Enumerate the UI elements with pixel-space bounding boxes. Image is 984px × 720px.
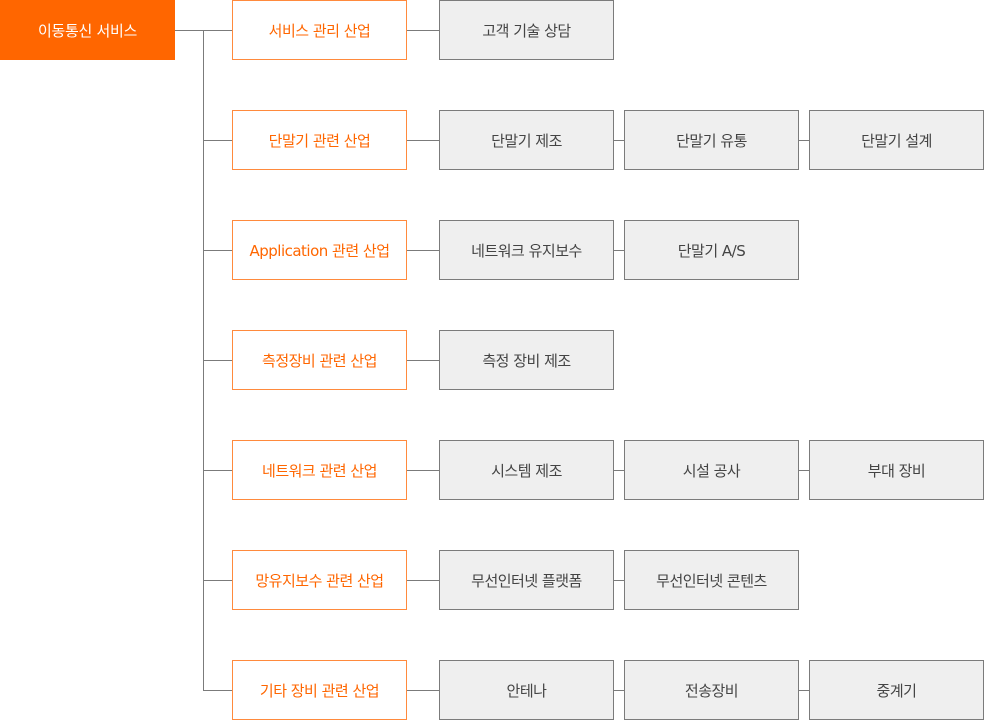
item-connector xyxy=(614,580,624,581)
item-connector xyxy=(407,140,439,141)
item-connector xyxy=(799,470,809,471)
item-node: 단말기 유통 xyxy=(624,110,799,170)
category-node: 단말기 관련 산업 xyxy=(232,110,407,170)
category-connector xyxy=(203,690,232,691)
item-connector xyxy=(614,690,624,691)
item-node: 무선인터넷 플랫폼 xyxy=(439,550,614,610)
item-connector xyxy=(407,470,439,471)
item-node: 무선인터넷 콘텐츠 xyxy=(624,550,799,610)
category-node: Application 관련 산업 xyxy=(232,220,407,280)
item-connector xyxy=(407,690,439,691)
category-node: 네트워크 관련 산업 xyxy=(232,440,407,500)
item-node: 부대 장비 xyxy=(809,440,984,500)
item-node: 단말기 제조 xyxy=(439,110,614,170)
item-connector xyxy=(407,250,439,251)
item-connector xyxy=(407,30,439,31)
item-node: 고객 기술 상담 xyxy=(439,0,614,60)
item-connector xyxy=(799,140,809,141)
category-node: 측정장비 관련 산업 xyxy=(232,330,407,390)
root-node: 이동통신 서비스 xyxy=(0,0,175,60)
item-node: 측정 장비 제조 xyxy=(439,330,614,390)
item-node: 시설 공사 xyxy=(624,440,799,500)
category-connector xyxy=(203,30,232,31)
item-connector xyxy=(407,360,439,361)
item-node: 단말기 설계 xyxy=(809,110,984,170)
item-node: 시스템 제조 xyxy=(439,440,614,500)
category-node: 서비스 관리 산업 xyxy=(232,0,407,60)
category-node: 망유지보수 관련 산업 xyxy=(232,550,407,610)
category-connector xyxy=(203,580,232,581)
item-node: 단말기 A/S xyxy=(624,220,799,280)
item-connector xyxy=(614,140,624,141)
item-node: 중계기 xyxy=(809,660,984,720)
item-connector xyxy=(407,580,439,581)
item-connector xyxy=(614,250,624,251)
item-node: 전송장비 xyxy=(624,660,799,720)
category-connector xyxy=(203,250,232,251)
category-connector xyxy=(203,140,232,141)
category-node: 기타 장비 관련 산업 xyxy=(232,660,407,720)
category-connector xyxy=(203,470,232,471)
item-connector xyxy=(799,690,809,691)
category-connector xyxy=(203,360,232,361)
item-connector xyxy=(614,470,624,471)
root-connector xyxy=(175,30,204,31)
item-node: 안테나 xyxy=(439,660,614,720)
item-node: 네트워크 유지보수 xyxy=(439,220,614,280)
